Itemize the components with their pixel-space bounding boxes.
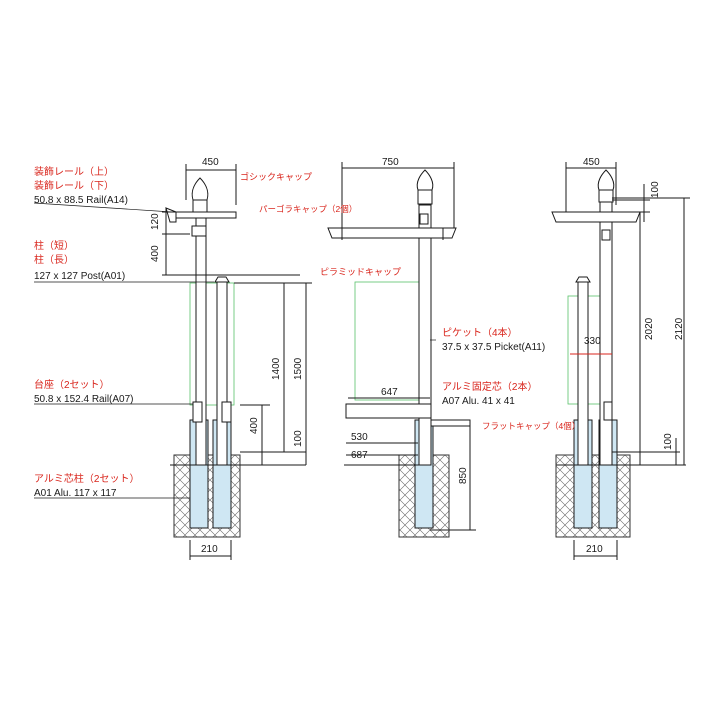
mid-flat-cap [430,419,471,427]
label-top-rail-1: 装飾レール（上） [34,165,114,178]
dim-mid-647: 647 [381,387,398,398]
dim-right-450: 450 [583,157,600,168]
dim-left-1400: 1400 [271,357,282,380]
right-post-short [577,281,589,466]
left-post-short [216,281,228,466]
label-top-rail-spec: 50.8 x 88.5 Rail(A14) [34,195,128,206]
label-gothic-cap: ゴシックキャップ [240,171,312,182]
mid-post [418,204,432,466]
label-alu-fix: アルミ固定芯（2本） [442,380,537,393]
label-base: 台座（2セット） [34,378,110,391]
dim-right-330: 330 [584,336,601,347]
dim-left-210: 210 [201,544,218,555]
left-pyramid-cap [214,276,230,283]
dim-left-450: 450 [202,157,219,168]
label-pyramid-cap: ピラミッドキャップ [320,267,401,277]
dim-right-2120: 2120 [674,317,685,340]
dim-right-2020: 2020 [644,317,655,340]
dim-mid-850: 850 [458,467,469,484]
dim-right-100-top: 100 [650,181,661,198]
label-post-1: 柱（短） [34,239,74,252]
dim-mid-750: 750 [382,157,399,168]
label-core: アルミ芯柱（2セット） [34,472,139,485]
label-core-spec: A01 Alu. 117 x 117 [34,488,117,499]
right-top-rail [551,211,641,223]
labels: 装飾レール（上） 装飾レール（下） 50.8 x 88.5 Rail(A14) … [34,157,685,555]
label-post-2: 柱（長） [34,253,74,266]
dim-mid-687: 687 [351,450,368,461]
label-flat-cap: フラットキャップ（4個） [482,421,580,431]
label-post-spec: 127 x 127 Post(A01) [34,271,125,282]
left-picket-guide [189,282,235,406]
dim-right-100-bottom: 100 [663,433,674,450]
right-foundation [555,454,631,538]
left-gothic-cap [191,177,209,201]
right-view [551,162,690,560]
label-top-rail-2: 装飾レール（下） [34,179,114,192]
label-pergola-cap: パーゴラキャップ（2個） [259,204,357,214]
dim-left-120: 120 [150,213,161,230]
dim-left-100: 100 [293,430,304,447]
dim-mid-530: 530 [351,432,368,443]
left-post-long [195,214,207,466]
label-alu-fix-spec: A07 Alu. 41 x 41 [442,396,515,407]
mid-base-rail [345,403,432,419]
right-gothic-cap [597,169,615,191]
label-base-spec: 50.8 x 152.4 Rail(A07) [34,394,134,405]
left-base-rail-2 [221,401,232,423]
left-top-rail [169,211,237,219]
left-base-rail [192,401,203,423]
dim-left-400-upper: 400 [150,245,161,262]
dim-right-210: 210 [586,544,603,555]
dim-left-400-lower: 400 [249,417,260,434]
middle-view [327,162,476,538]
left-view [33,164,312,560]
dim-left-1500: 1500 [293,357,304,380]
mid-picket-guide [354,281,420,401]
label-picket: ピケット（4本） [442,326,518,339]
label-picket-spec: 37.5 x 37.5 Picket(A11) [442,342,545,353]
mid-gothic-cap [416,169,434,191]
mid-pergola-rail [327,227,457,239]
